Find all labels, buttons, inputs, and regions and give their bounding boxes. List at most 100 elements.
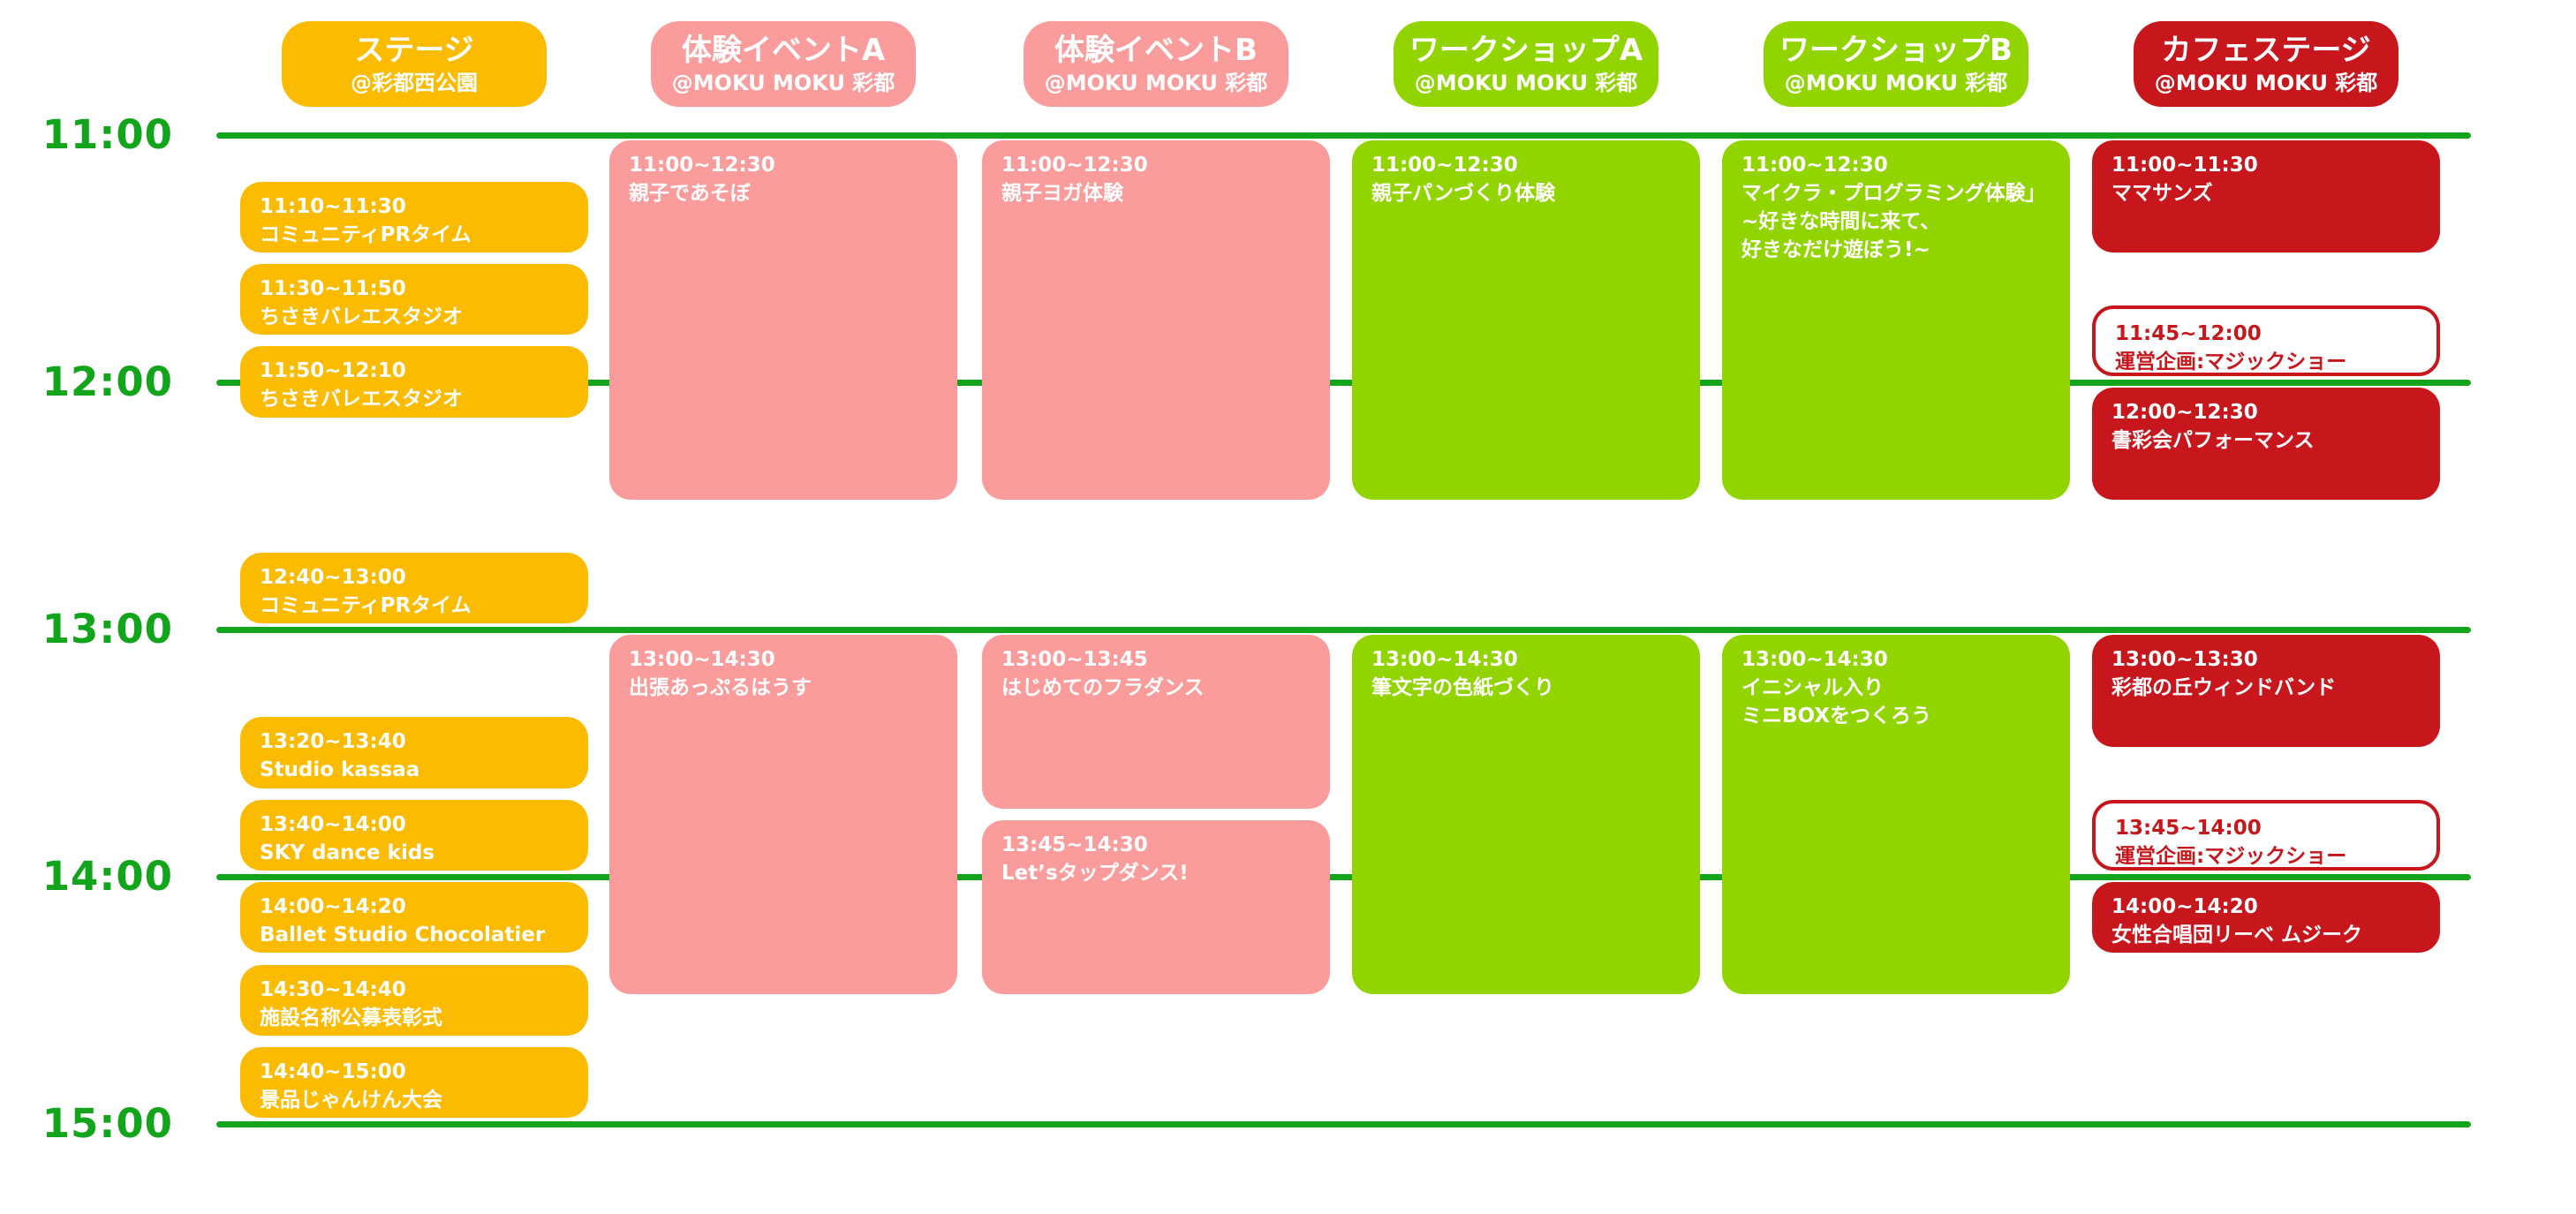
event-title: 親子パンづくり体験 bbox=[1371, 182, 1556, 205]
event-time: 11:10~11:30 bbox=[260, 194, 406, 218]
event-block: 13:00~14:30 筆文字の色紙づくり bbox=[1352, 635, 1700, 994]
time-label: 14:00 bbox=[42, 853, 173, 900]
column-venue: @MOKU MOKU 彩都 bbox=[1784, 70, 2008, 95]
event-time: 13:45~14:00 bbox=[2115, 817, 2262, 840]
event-time: 11:45~12:00 bbox=[2115, 322, 2262, 345]
event-time: 12:40~13:00 bbox=[260, 565, 406, 589]
event-time: 14:30~14:40 bbox=[260, 977, 406, 1001]
event-block: 11:00~12:30 親子であそぼ bbox=[609, 140, 957, 500]
column-title: 体験イベントA bbox=[681, 32, 886, 68]
column-header: ワークショップA@MOKU MOKU 彩都 bbox=[1394, 21, 1658, 107]
event-title: マイクラ・プログラミング体験」 ~好きな時間に来て、 好きなだけ遊ぼう!~ bbox=[1741, 182, 2046, 261]
event-title: コミュニティPRタイム bbox=[260, 593, 472, 617]
event-block: 14:40~15:00 景品じゃんけん大会 bbox=[240, 1046, 588, 1118]
event-title: Ballet Studio Chocolatier bbox=[260, 924, 546, 946]
event-time: 13:45~14:30 bbox=[1001, 833, 1148, 856]
event-title: ちさきバレエスタジオ bbox=[260, 388, 463, 411]
event-title: 運営企画:マジックショー bbox=[2115, 351, 2347, 373]
event-title: 女性合唱団リーベ ムジーク bbox=[2111, 924, 2363, 946]
event-title: 出張あっぷるはうす bbox=[629, 676, 812, 699]
column-venue: @MOKU MOKU 彩都 bbox=[671, 70, 895, 95]
event-title: 親子ヨガ体験 bbox=[1001, 182, 1123, 205]
event-title: 書彩会パフォーマンス bbox=[2111, 429, 2315, 452]
event-title: 親子であそぼ bbox=[629, 182, 751, 205]
hour-line bbox=[216, 380, 2471, 386]
event-block: 13:00~14:30 イニシャル入り ミニBOXをつくろう bbox=[1722, 635, 2070, 994]
event-time: 11:00~12:30 bbox=[629, 154, 775, 177]
hour-line bbox=[216, 132, 2471, 139]
event-block: 11:00~12:30 親子ヨガ体験 bbox=[982, 140, 1330, 500]
event-time: 11:30~11:50 bbox=[260, 277, 406, 300]
event-block: 11:00~12:30 親子パンづくり体験 bbox=[1352, 140, 1700, 500]
event-time: 12:00~12:30 bbox=[2111, 401, 2258, 424]
event-title: 景品じゃんけん大会 bbox=[260, 1088, 442, 1112]
event-block: 13:00~14:30 出張あっぷるはうす bbox=[609, 635, 957, 994]
event-time: 11:50~12:10 bbox=[260, 359, 406, 383]
event-title: Studio kassaa bbox=[260, 758, 420, 782]
event-title: 施設名称公募表彰式 bbox=[260, 1006, 442, 1029]
event-title: ママサンズ bbox=[2111, 182, 2213, 205]
column-venue: @彩都西公園 bbox=[351, 70, 478, 95]
column-title: カフェステージ bbox=[2161, 32, 2371, 68]
event-title: はじめてのフラダンス bbox=[1001, 676, 1205, 699]
event-block: 11:45~12:00 運営企画:マジックショー bbox=[2092, 305, 2440, 376]
column-header: カフェステージ@MOKU MOKU 彩都 bbox=[2134, 21, 2398, 107]
column-header: 体験イベントB@MOKU MOKU 彩都 bbox=[1024, 21, 1288, 107]
event-time: 13:00~14:30 bbox=[629, 648, 775, 671]
column-venue: @MOKU MOKU 彩都 bbox=[2154, 70, 2378, 95]
event-time: 14:40~15:00 bbox=[260, 1059, 406, 1083]
event-block: 11:50~12:10 ちさきバレエスタジオ bbox=[240, 346, 588, 418]
event-block: 11:10~11:30 コミュニティPRタイム bbox=[240, 181, 588, 253]
time-label: 11:00 bbox=[42, 111, 173, 158]
event-block: 11:30~11:50 ちさきバレエスタジオ bbox=[240, 264, 588, 336]
hour-line bbox=[216, 1121, 2471, 1127]
event-block: 11:00~12:30 マイクラ・プログラミング体験」 ~好きな時間に来て、 好き… bbox=[1722, 140, 2070, 500]
event-block: 12:40~13:00 コミュニティPRタイム bbox=[240, 552, 588, 623]
event-block: 13:00~13:30 彩都の丘ウィンドバンド bbox=[2092, 635, 2440, 747]
event-title: ちさきバレエスタジオ bbox=[260, 305, 463, 328]
time-label: 13:00 bbox=[42, 606, 173, 652]
event-time: 11:00~12:30 bbox=[1741, 154, 1888, 177]
event-block: 14:30~14:40 施設名称公募表彰式 bbox=[240, 964, 588, 1036]
event-title: SKY dance kids bbox=[260, 841, 434, 864]
hour-line bbox=[216, 874, 2471, 880]
time-label: 15:00 bbox=[42, 1100, 173, 1147]
event-title: イニシャル入り ミニBOXをつくろう bbox=[1741, 676, 1931, 728]
event-time: 11:00~12:30 bbox=[1371, 154, 1518, 177]
event-block: 13:45~14:00 運営企画:マジックショー bbox=[2092, 800, 2440, 871]
column-title: ワークショップA bbox=[1409, 32, 1643, 68]
event-time: 14:00~14:20 bbox=[260, 895, 406, 918]
hour-line bbox=[216, 627, 2471, 633]
event-title: Let’sタップダンス! bbox=[1001, 862, 1189, 885]
column-header: ステージ@彩都西公園 bbox=[282, 21, 547, 107]
event-time: 13:00~14:30 bbox=[1741, 648, 1888, 671]
event-time: 13:20~13:40 bbox=[260, 730, 406, 754]
event-title: 彩都の丘ウィンドバンド bbox=[2111, 676, 2337, 699]
event-title: 筆文字の色紙づくり bbox=[1371, 676, 1554, 699]
event-title: コミュニティPRタイム bbox=[260, 222, 472, 246]
event-block: 11:00~11:30 ママサンズ bbox=[2092, 140, 2440, 253]
event-time: 13:00~14:30 bbox=[1371, 648, 1518, 671]
column-title: ステージ bbox=[354, 32, 474, 68]
column-header: ワークショップB@MOKU MOKU 彩都 bbox=[1764, 21, 2028, 107]
event-time: 14:00~14:20 bbox=[2111, 895, 2258, 918]
event-time: 11:00~12:30 bbox=[1001, 154, 1148, 177]
event-block: 12:00~12:30 書彩会パフォーマンス bbox=[2092, 388, 2440, 500]
event-block: 13:00~13:45 はじめてのフラダンス bbox=[982, 635, 1330, 809]
event-time: 13:40~14:00 bbox=[260, 812, 406, 836]
event-block: 14:00~14:20 女性合唱団リーベ ムジーク bbox=[2092, 882, 2440, 954]
event-title: 運営企画:マジックショー bbox=[2115, 845, 2347, 868]
column-venue: @MOKU MOKU 彩都 bbox=[1414, 70, 1638, 95]
event-time: 13:00~13:30 bbox=[2111, 648, 2258, 671]
column-venue: @MOKU MOKU 彩都 bbox=[1044, 70, 1268, 95]
event-time: 11:00~11:30 bbox=[2111, 154, 2258, 177]
event-time: 13:00~13:45 bbox=[1001, 648, 1148, 671]
time-label: 12:00 bbox=[42, 358, 173, 405]
column-title: 体験イベントB bbox=[1054, 32, 1258, 68]
column-header: 体験イベントA@MOKU MOKU 彩都 bbox=[651, 21, 916, 107]
